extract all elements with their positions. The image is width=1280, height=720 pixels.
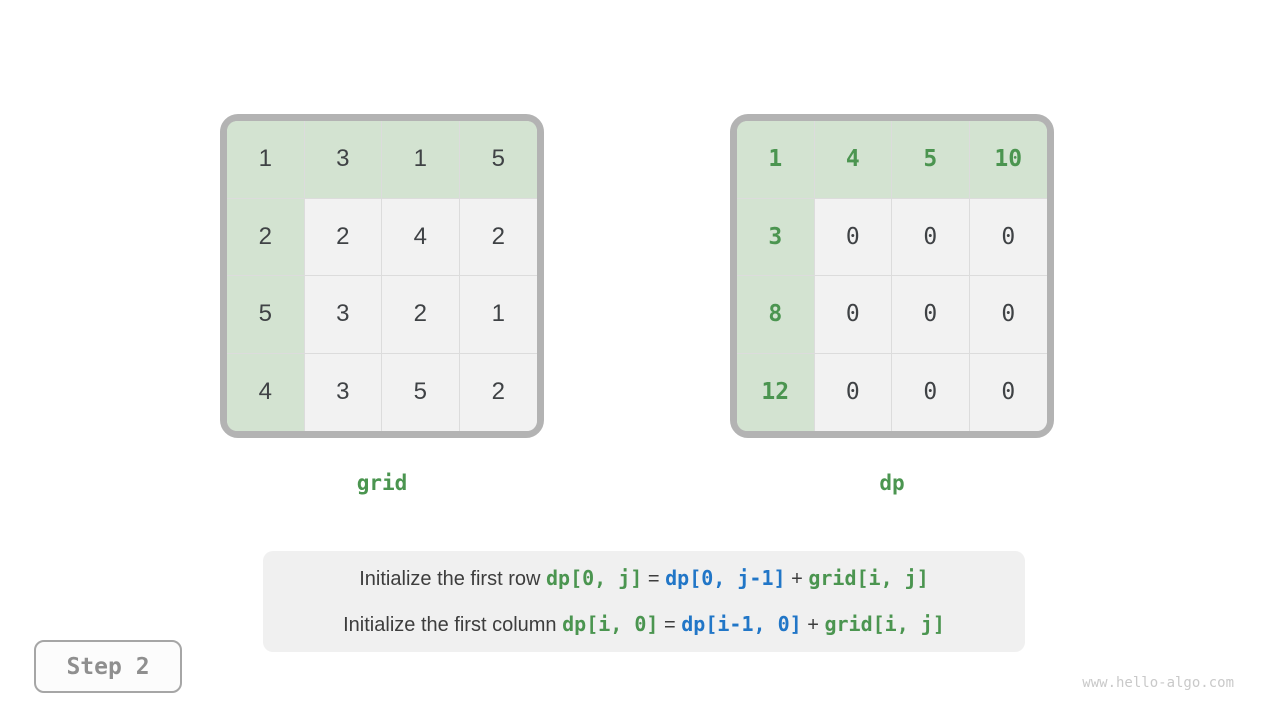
- cell-grid-r1c3: 2: [459, 198, 537, 276]
- cell-dp-r2c0: 8: [737, 276, 815, 354]
- cell-grid-r3c1: 3: [304, 353, 382, 431]
- cell-grid-r0c3: 5: [459, 121, 537, 199]
- cell-grid-r2c3: 1: [459, 276, 537, 354]
- cell-grid-r1c2: 4: [382, 198, 460, 276]
- cell-grid-r2c2: 2: [382, 276, 460, 354]
- cell-dp-r1c1: 0: [814, 198, 892, 276]
- cell-dp-r2c1: 0: [814, 276, 892, 354]
- caption-box: Initialize the first row dp[0, j] = dp[0…: [263, 551, 1025, 652]
- caption-line-1: Initialize the first column dp[i, 0] = d…: [263, 602, 1025, 648]
- caption-segment-green: grid[i, j]: [808, 565, 929, 590]
- cell-dp-r2c3: 0: [969, 276, 1047, 354]
- cell-grid-r1c1: 2: [304, 198, 382, 276]
- cell-dp-r1c2: 0: [892, 198, 970, 276]
- cell-grid-r1c0: 2: [227, 198, 305, 276]
- step-badge: Step 2: [34, 640, 182, 693]
- caption-segment-plain: =: [658, 613, 682, 636]
- caption-segment-plain: =: [642, 567, 666, 590]
- cell-dp-r0c0: 1: [737, 121, 815, 199]
- caption-segment-green: dp[i, 0]: [562, 611, 659, 636]
- cell-grid-r2c0: 5: [227, 276, 305, 354]
- cell-dp-r3c1: 0: [814, 353, 892, 431]
- caption-segment-green: dp[0, j]: [545, 565, 643, 590]
- cell-grid-r0c1: 3: [304, 121, 382, 199]
- caption-segment-plain: Initialize the first column: [343, 613, 563, 636]
- caption-line-0: Initialize the first row dp[0, j] = dp[0…: [263, 556, 1025, 602]
- cell-grid-r0c2: 1: [382, 121, 460, 199]
- caption-segment-plain: Initialize the first row: [359, 567, 546, 590]
- cell-dp-r0c2: 5: [892, 121, 970, 199]
- cell-dp-r3c0: 12: [737, 353, 815, 431]
- cell-dp-r2c2: 0: [892, 276, 970, 354]
- cell-dp-r1c3: 0: [969, 198, 1047, 276]
- cell-grid-r3c2: 5: [382, 353, 460, 431]
- caption-segment-plain: +: [801, 613, 825, 636]
- cell-dp-r3c3: 0: [969, 353, 1047, 431]
- caption-segment-green: grid[i, j]: [824, 611, 945, 636]
- caption-segment-plain: +: [785, 567, 809, 590]
- cell-grid-r2c1: 3: [304, 276, 382, 354]
- cell-grid-r0c0: 1: [227, 121, 305, 199]
- caption-segment-blue: dp[0, j-1]: [665, 565, 786, 590]
- cell-dp-r3c2: 0: [892, 353, 970, 431]
- caption-segment-blue: dp[i-1, 0]: [681, 611, 802, 636]
- step-badge-label: Step 2: [66, 653, 150, 680]
- cell-dp-r1c0: 3: [737, 198, 815, 276]
- cell-grid-r3c3: 2: [459, 353, 537, 431]
- grid-matrix-label: grid: [356, 471, 408, 495]
- cell-dp-r0c3: 10: [969, 121, 1047, 199]
- dp-matrix-label: dp: [879, 471, 905, 495]
- cell-grid-r3c0: 4: [227, 353, 305, 431]
- watermark: www.hello-algo.com: [1082, 675, 1234, 691]
- cell-dp-r0c1: 4: [814, 121, 892, 199]
